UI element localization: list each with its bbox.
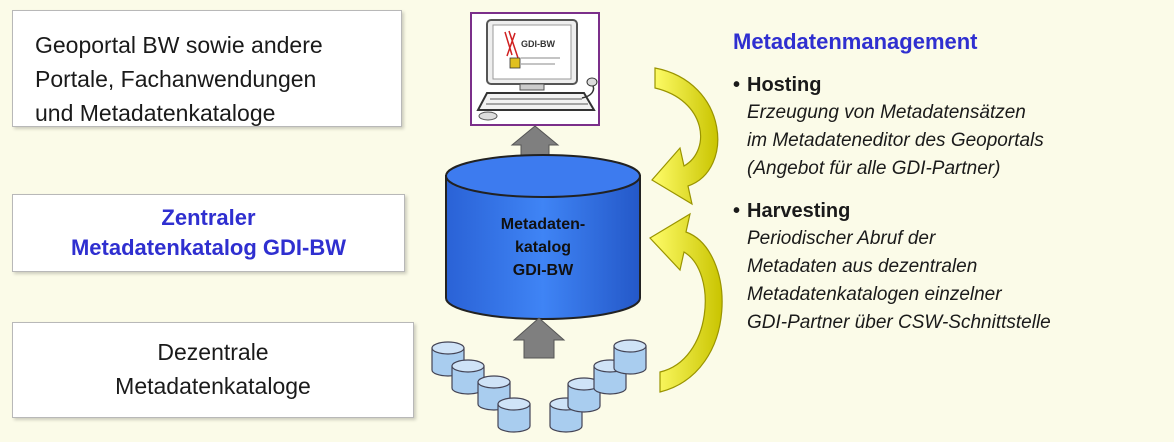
small-db-icon	[613, 339, 647, 375]
harvesting-curved-arrow	[649, 212, 723, 393]
harvesting-heading: • Harvesting	[733, 197, 1174, 225]
small-db-icon	[477, 375, 511, 411]
central-line-2: Metadatenkatalog GDI-BW	[70, 235, 347, 260]
harvesting-line-4: GDI-Partner über CSW-Schnittstelle	[747, 312, 1051, 333]
small-db-icon	[567, 377, 601, 413]
database-label: Metadaten- katalog GDI-BW	[443, 213, 643, 282]
portals-line-2: Portale, Fachanwendungen	[35, 66, 317, 92]
central-catalog-box: Zentraler Metadatenkatalog GDI-BW	[12, 194, 405, 272]
harvesting-line-2: Metadaten aus dezentralen	[747, 256, 978, 277]
portals-line-3: und Metadatenkataloge	[35, 100, 276, 126]
bullet-icon: •	[733, 200, 741, 222]
hosting-line-2: im Metadateneditor des Geoportals	[747, 130, 1044, 151]
panel-title: Metadatenmanagement	[733, 29, 978, 54]
monitor-logo-text: GDI-BW	[521, 39, 555, 49]
hosting-line-1: Erzeugung von Metadatensätzen	[747, 102, 1026, 123]
decentral-catalogs-box: Dezentrale Metadatenkataloge	[12, 322, 414, 418]
portals-box: Geoportal BW sowie andere Portale, Facha…	[12, 10, 402, 127]
hosting-line-3: (Angebot für alle GDI-Partner)	[747, 158, 1001, 179]
hosting-heading: • Hosting	[733, 71, 1174, 99]
database-label-line-3: GDI-BW	[512, 262, 574, 279]
small-database-icons	[431, 339, 647, 433]
hosting-heading-text: Hosting	[747, 74, 822, 96]
small-db-icon	[497, 397, 531, 433]
hosting-curved-arrow	[651, 67, 719, 206]
computer-icon: GDI-BW	[470, 12, 600, 126]
decentral-line-1: Dezentrale	[157, 339, 269, 365]
decentral-line-2: Metadatenkataloge	[115, 373, 311, 399]
database-label-line-1: Metadaten-	[500, 216, 586, 233]
harvesting-line-1: Periodischer Abruf der	[747, 228, 936, 249]
database-cylinder	[445, 154, 641, 320]
up-arrow-bottom	[512, 317, 566, 359]
portals-line-1: Geoportal BW sowie andere	[35, 32, 323, 58]
metadata-management-panel: Metadatenmanagement • Hosting Erzeugung v…	[733, 27, 1174, 337]
harvesting-line-3: Metadatenkatalogen einzelner	[747, 284, 1002, 305]
bullet-icon: •	[733, 74, 741, 96]
central-line-1: Zentraler	[161, 205, 256, 230]
database-label-line-2: katalog	[514, 239, 571, 256]
harvesting-heading-text: Harvesting	[747, 200, 851, 222]
